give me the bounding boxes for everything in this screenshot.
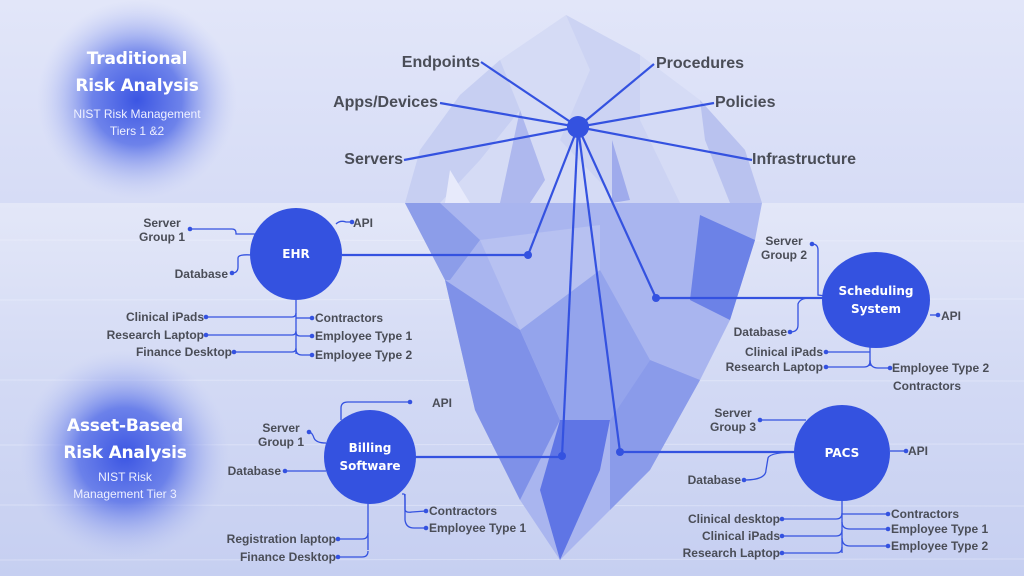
scheduling-node-label: Scheduling System	[839, 282, 914, 318]
tip-label-procedures: Procedures	[656, 55, 745, 72]
billing-database-label: Database	[227, 464, 281, 478]
scheduling-system-node[interactable]: Scheduling System	[822, 252, 930, 348]
tip-label-servers: Servers	[344, 151, 403, 168]
ehr-device-finance-desktop: Finance Desktop	[135, 345, 232, 359]
asset-based-subtitle-line1: NIST Risk	[98, 470, 152, 484]
tip-label-infrastructure: Infrastructure	[752, 151, 857, 168]
billing-device-registration-laptop: Registration laptop	[226, 532, 336, 546]
ehr-person-employee-type-1: Employee Type 1	[315, 329, 413, 343]
ehr-person-contractors: Contractors	[315, 311, 384, 325]
tip-label-apps-devices: Apps/Devices	[333, 94, 438, 111]
billing-server-line1: Server	[262, 421, 300, 435]
traditional-subtitle-line1: NIST Risk Management	[73, 107, 201, 121]
scheduling-database-label: Database	[733, 325, 787, 339]
billing-api-label: API	[432, 396, 453, 410]
ehr-server-group-label: Server Group 1	[134, 216, 190, 244]
asset-based-glow	[20, 350, 230, 560]
ehr-node-label: EHR	[282, 247, 310, 261]
asset-based-risk-panel: Asset-Based Risk Analysis NIST Risk Mana…	[30, 413, 220, 503]
pacs-api-label: API	[908, 444, 929, 458]
billing-device-finance-desktop: Finance Desktop	[239, 550, 336, 564]
traditional-title-line2: Risk Analysis	[75, 76, 199, 96]
ehr-person-employee-type-2: Employee Type 2	[315, 348, 413, 362]
scheduling-device-research-laptop: Research Laptop	[725, 360, 823, 374]
traditional-title-line1: Traditional	[86, 49, 188, 69]
pacs-node[interactable]: PACS	[794, 405, 890, 501]
ehr-server-line1: Server	[143, 216, 181, 230]
pacs-person-employee-type-2: Employee Type 2	[891, 539, 989, 553]
pacs-node-label: PACS	[824, 446, 860, 460]
scheduling-person-employee-type-2: Employee Type 2	[892, 361, 990, 375]
asset-based-subtitle-line2: Management Tier 3	[73, 487, 177, 501]
ehr-node[interactable]: EHR	[250, 208, 342, 300]
billing-person-employee-type-1: Employee Type 1	[429, 521, 527, 535]
billing-node-label: Billing Software	[339, 439, 400, 475]
traditional-subtitle-line2: Tiers 1 &2	[109, 124, 165, 138]
traditional-risk-panel: Traditional Risk Analysis NIST Risk Mana…	[42, 46, 232, 140]
scheduling-device-clinical-ipads: Clinical iPads	[744, 345, 823, 359]
billing-software-node[interactable]: Billing Software	[324, 410, 416, 504]
pacs-person-contractors: Contractors	[891, 507, 960, 521]
billing-server-line2: Group 1	[257, 435, 304, 449]
billing-server-group-label: Server Group 1	[253, 421, 309, 449]
ehr-server-line2: Group 1	[138, 230, 185, 244]
scheduling-server-line2: Group 2	[760, 248, 807, 262]
ehr-api-label: API	[353, 216, 374, 230]
pacs-database-label: Database	[687, 473, 741, 487]
tip-label-policies: Policies	[715, 94, 776, 111]
pacs-device-clinical-desktop: Clinical desktop	[687, 512, 780, 526]
scheduling-api-label: API	[941, 309, 962, 323]
pacs-server-line2: Group 3	[709, 420, 756, 434]
scheduling-name-line2: System	[851, 302, 901, 316]
ehr-device-research-laptop: Research Laptop	[106, 328, 204, 342]
scheduling-server-line1: Server	[765, 234, 803, 248]
scheduling-server-group-label: Server Group 2	[756, 234, 812, 262]
ehr-device-clinical-ipads: Clinical iPads	[125, 310, 204, 324]
asset-based-title-line2: Risk Analysis	[63, 443, 187, 463]
pacs-person-employee-type-1: Employee Type 1	[891, 522, 989, 536]
asset-based-subtitle: NIST Risk Management Tier 3	[30, 469, 220, 503]
scheduling-name-line1: Scheduling	[838, 284, 914, 298]
traditional-subtitle: NIST Risk Management Tiers 1 &2	[42, 106, 232, 140]
tip-label-endpoints: Endpoints	[401, 54, 480, 71]
pacs-device-clinical-ipads: Clinical iPads	[701, 529, 780, 543]
billing-person-contractors: Contractors	[429, 504, 498, 518]
pacs-server-group-label: Server Group 3	[705, 406, 761, 434]
billing-name-line1: Billing	[348, 441, 392, 455]
billing-name-line2: Software	[339, 459, 401, 473]
scheduling-person-contractors: Contractors	[893, 379, 962, 393]
asset-based-title-line1: Asset-Based	[66, 416, 184, 436]
pacs-device-research-laptop: Research Laptop	[682, 546, 780, 560]
ehr-database-label: Database	[174, 267, 228, 281]
pacs-server-line1: Server	[714, 406, 752, 420]
traditional-glow	[37, 0, 237, 200]
